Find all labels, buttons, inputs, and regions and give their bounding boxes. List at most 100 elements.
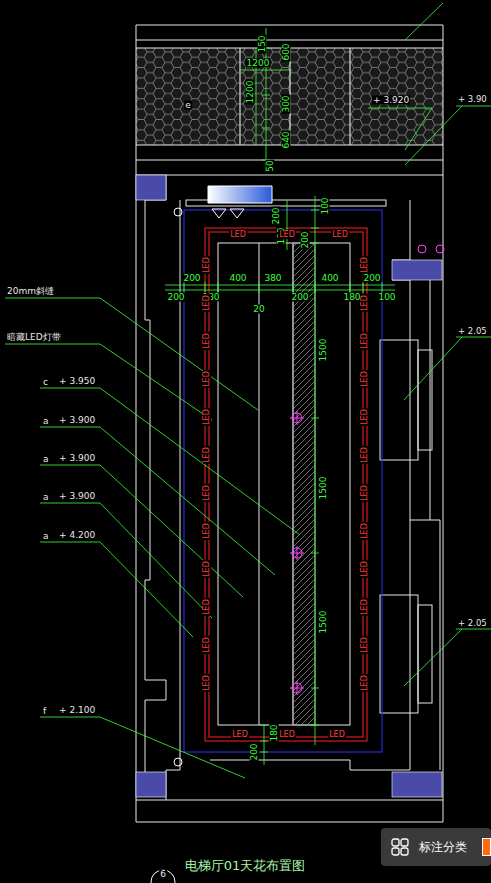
dimension-text: 180 [270,723,279,742]
outer-frame [210,760,392,770]
dimension-line [184,282,382,293]
annotation-text: a [42,417,50,426]
led-strip-label: LED [203,522,211,540]
annotation-text: a [42,532,50,541]
leader-line [404,629,462,686]
button-label: 标注分类 [381,840,467,854]
grid-icon [390,837,410,857]
annotation-text: a [42,493,50,502]
dimension-text: 300 [282,94,291,113]
wall-block [136,175,442,797]
grid-icon [392,848,399,855]
sprinkler [151,870,175,883]
outer-frame [136,822,443,823]
dimension-text: 150 [258,34,267,53]
leader-line [40,717,245,778]
ceiling-outline [209,232,363,737]
led-strip-label: LED [203,598,211,616]
vent-symbol [212,209,226,218]
led-strip-label: LED [203,370,211,388]
outer-frame [380,595,418,713]
outer-frame [418,605,432,703]
annotation-text: e [184,101,192,110]
led-strip-label: LED [203,332,211,350]
led-strip-label: LED [203,294,211,312]
annotation-text: a [42,455,50,464]
led-strip-label: LED [231,731,249,739]
outer-frame [136,40,443,41]
led-strip-label: LED [361,408,369,426]
dimension-text: 200 [290,293,309,302]
dimension-line [165,285,395,286]
down-light [436,245,444,253]
annotation-text: + 2.05 [457,619,488,628]
led-strip-label: LED [203,484,211,502]
wall-block [392,772,442,797]
outer-frame [392,280,410,770]
leader-line [40,542,193,637]
led-strip-label: LED [361,370,369,388]
annotation-text: + 2.100 [58,706,96,715]
annotation-text: 6 [159,870,167,879]
annotation-text: + 3.950 [58,377,96,386]
sprinkler [174,758,182,766]
led-strip-label: LED [203,408,211,426]
dimension-line [311,210,319,725]
led-strip-label: LED [203,560,211,578]
leader-line [368,108,432,150]
annotation-text: + 3.900 [58,454,96,463]
dimension-text: 180 [342,293,361,302]
dimension-text: 1200 [246,59,271,68]
dimension-text: 400 [320,274,339,283]
grid-icon [392,839,399,846]
wall-block [136,175,166,200]
dimension-text: 1500 [319,476,328,501]
dimension-text: 200 [166,293,185,302]
wall-block [136,772,166,797]
annotation-text: + 3.900 [58,492,96,501]
led-strip-label: LED [361,522,369,540]
led-strip-label: LED [361,636,369,654]
outer-frame [410,520,430,521]
led-strip-label: LED [203,446,211,464]
dimension-line [287,200,288,250]
led-strip-label: LED [203,636,211,654]
toolbar-button: 标注分类 [381,828,491,866]
annotation-text: + 3.900 [58,416,96,425]
leader-line [5,3,491,778]
leader-line [40,465,243,597]
outer-frame [136,25,443,822]
dimension-text: 640 [282,130,291,149]
vent-symbol [208,186,272,203]
led-strip-label: LED [203,674,211,692]
leader-line [404,337,462,400]
outer-frame [136,25,443,26]
annotation-text: + 3.90 [457,95,488,104]
dimension-text: 200 [362,274,381,283]
ceiling-outline [205,228,367,741]
dimension-line [264,725,265,765]
wall-block [392,260,442,280]
drawing-title: 电梯厅01天花布置图 [185,857,306,875]
led-strip-label: LED [361,256,369,274]
dimension-text: 380 [263,274,282,283]
outer-frame [136,175,443,176]
ceiling-outline [293,243,315,725]
dimension-line [165,28,395,765]
honeycomb-panel [350,48,351,145]
leader-line [40,388,300,535]
dimension-text: 1500 [319,338,328,363]
down-light [290,245,444,695]
grid-icon [401,839,408,846]
led-strip-label: LED [361,446,369,464]
leader-line [405,3,443,40]
down-light [418,245,426,253]
dimension-text: 600 [282,42,291,61]
outer-frame [443,25,444,822]
dimension-line [240,70,292,71]
dimension-text: 20 [252,305,265,314]
dimension-text: 200 [250,742,259,761]
annotation-text: + 4.200 [58,531,96,540]
led-strip-label: LED [328,731,346,739]
led-strip-label: LED [278,731,296,739]
